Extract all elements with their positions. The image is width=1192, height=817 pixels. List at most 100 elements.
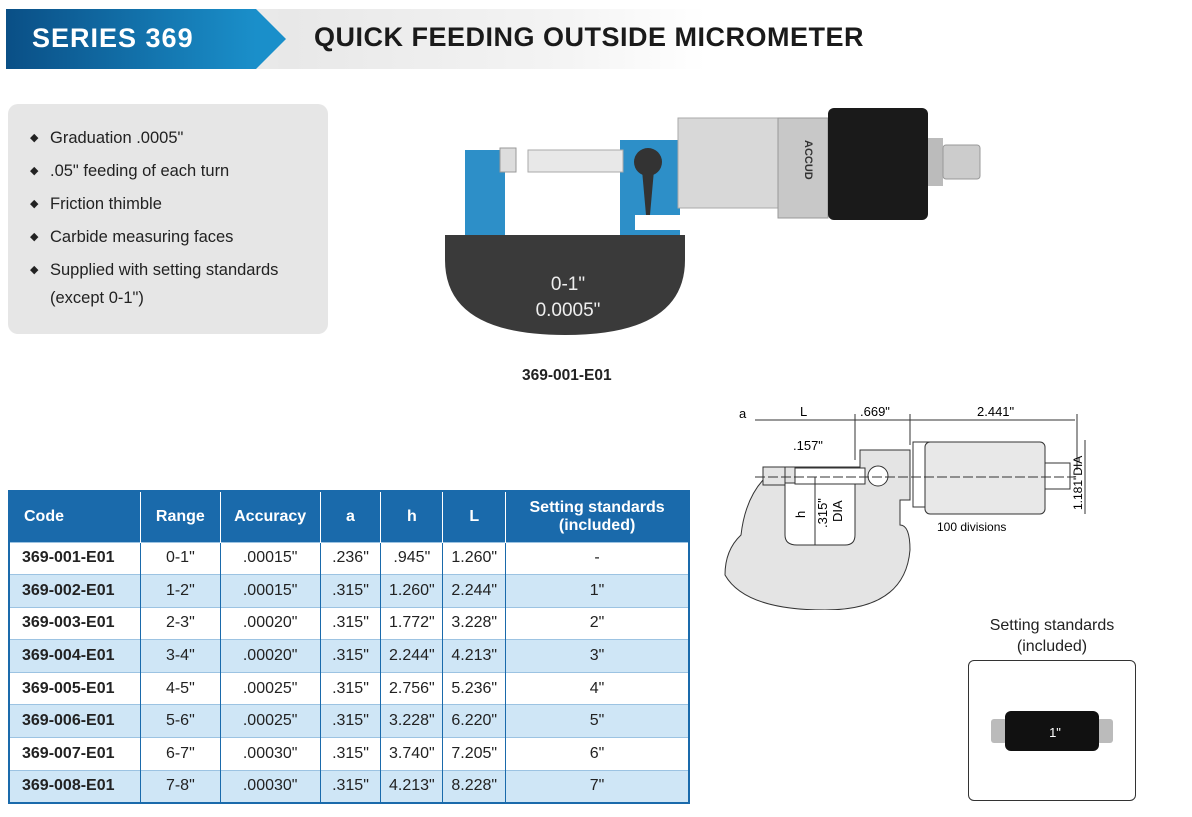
table-cell: 3": [505, 639, 689, 673]
dim-1181: 1.181"DIA: [1071, 456, 1085, 510]
dim-L: L: [800, 404, 807, 419]
bullet-icon: ◆: [30, 264, 39, 276]
table-cell: 369-008-E01: [9, 769, 141, 803]
dimension-diagram: a L .669" 2.441" .157" .315" DIA h 1.181…: [724, 404, 1086, 610]
table-cell: .00025": [219, 704, 321, 738]
table-cell: .315": [319, 737, 381, 771]
feature-item: ◆ Supplied with setting standards: [30, 254, 328, 287]
dim-669: .669": [860, 404, 890, 419]
frame-range-label: 0-1": [551, 274, 585, 295]
divisions-label: 100 divisions: [937, 520, 1006, 534]
table-cell: .00020": [219, 606, 321, 640]
table-cell: .00025": [219, 671, 321, 705]
column-header: Range: [139, 491, 221, 542]
feature-text: .05" feeding of each turn: [50, 162, 230, 180]
table-cell: 2.244": [442, 574, 506, 608]
table-cell: 369-004-E01: [9, 639, 141, 673]
bullet-icon: ◆: [30, 132, 39, 144]
feature-item: ◆ Carbide measuring faces: [30, 221, 328, 254]
feature-item: ◆ .05" feeding of each turn: [30, 155, 328, 188]
feature-list: ◆ Graduation .0005" ◆ .05" feeding of each…: [8, 104, 328, 334]
table-cell: 2-3": [139, 606, 221, 640]
dim-h: h: [793, 511, 808, 518]
dim-315: .315": [815, 498, 830, 528]
dim-dia: DIA: [830, 500, 845, 522]
table-cell: 3.740": [380, 737, 443, 771]
table-cell: .315": [319, 574, 381, 608]
table-cell: .00020": [219, 639, 321, 673]
table-cell: 5": [505, 704, 689, 738]
feature-text: Supplied with setting standards: [50, 261, 279, 279]
feature-continuation: (except 0-1"): [50, 289, 144, 307]
caption-line: Setting standards: [989, 617, 1115, 634]
feature-item: ◆ Graduation .0005": [30, 122, 328, 155]
table-cell: .315": [319, 606, 381, 640]
table-cell: 7-8": [139, 769, 221, 803]
table-cell: .00015": [219, 574, 321, 608]
table-cell: 3.228": [442, 606, 506, 640]
table-cell: 7.205": [442, 737, 506, 771]
table-cell: 369-001-E01: [9, 541, 141, 575]
table-cell: 369-007-E01: [9, 737, 141, 771]
series-label: SERIES 369: [6, 9, 256, 69]
feature-text: Graduation .0005": [50, 129, 184, 147]
table-cell: 3.228": [380, 704, 443, 738]
column-header: Accuracy: [219, 491, 321, 542]
feature-text: Friction thimble: [50, 195, 162, 213]
table-cell: -: [505, 541, 689, 575]
table-cell: 2.244": [380, 639, 443, 673]
table-cell: 1.260": [442, 541, 506, 575]
table-cell: .315": [319, 769, 381, 803]
photo-caption: 369-001-E01: [522, 367, 612, 384]
table-cell: 4.213": [380, 769, 443, 803]
feature-text: Carbide measuring faces: [50, 228, 234, 246]
caption-line: (included): [1016, 638, 1088, 655]
table-cell: 7": [505, 769, 689, 803]
dim-a: a: [739, 406, 747, 421]
table-cell: 1.772": [380, 606, 443, 640]
bullet-icon: ◆: [30, 231, 39, 243]
standard-size-label: 1": [1049, 725, 1061, 740]
table-cell: 0-1": [139, 541, 221, 575]
table-cell: 4": [505, 671, 689, 705]
table-cell: .315": [319, 704, 381, 738]
table-cell: 1.260": [380, 574, 443, 608]
column-header: Setting standards (included): [505, 491, 689, 542]
table-cell: 8.228": [442, 769, 506, 803]
table-cell: .315": [319, 671, 381, 705]
banner-arrow: [256, 9, 286, 69]
table-cell: 1-2": [139, 574, 221, 608]
column-header: Code: [9, 491, 141, 542]
column-header: a: [319, 491, 381, 542]
setting-standards-caption: Setting standards (included): [968, 615, 1136, 657]
table-cell: 5.236": [442, 671, 506, 705]
table-cell: 6-7": [139, 737, 221, 771]
table-cell: 369-003-E01: [9, 606, 141, 640]
table-cell: .945": [380, 541, 443, 575]
frame-graduation-label: 0.0005": [536, 300, 601, 321]
bullet-icon: ◆: [30, 165, 39, 177]
micrometer-photo: 0-1" 0.0005" ACCUD: [445, 108, 981, 335]
table-cell: 369-002-E01: [9, 574, 141, 608]
table-cell: .315": [319, 639, 381, 673]
table-cell: 4.213": [442, 639, 506, 673]
dim-157: .157": [793, 438, 823, 453]
table-cell: 6.220": [442, 704, 506, 738]
bullet-icon: ◆: [30, 198, 39, 210]
table-cell: .00015": [219, 541, 321, 575]
table-cell: 3-4": [139, 639, 221, 673]
setting-standard-image: 1": [968, 660, 1136, 801]
table-cell: .236": [319, 541, 381, 575]
table-cell: 2.756": [380, 671, 443, 705]
column-header: L: [442, 491, 506, 542]
table-cell: 369-006-E01: [9, 704, 141, 738]
